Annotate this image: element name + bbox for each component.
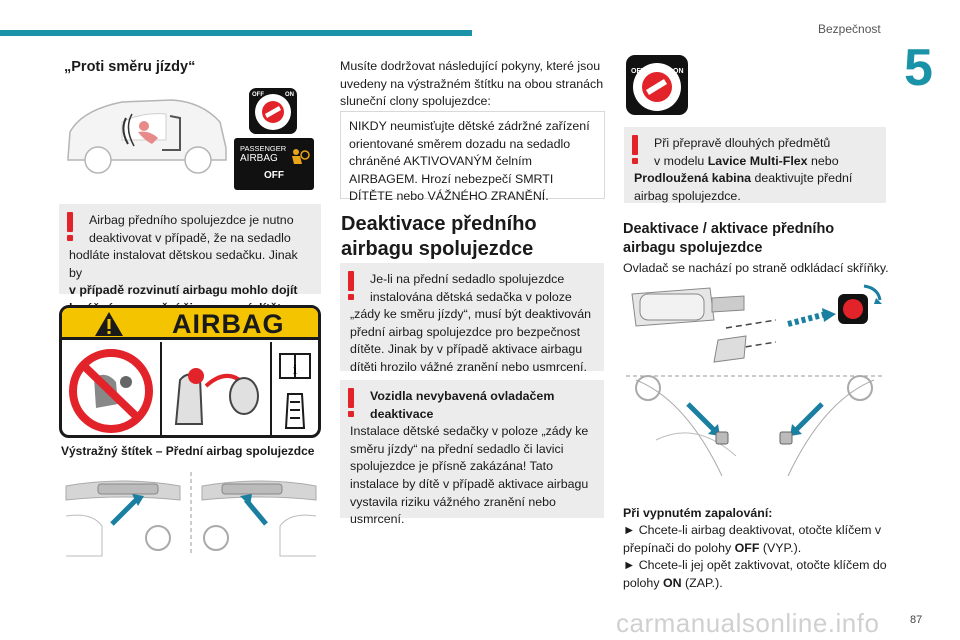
switch-off-label: OFF	[631, 68, 645, 75]
warning-line-3: hodláte instalovat dětskou sedačku. Jina…	[69, 248, 298, 280]
step-activate-end: (ZAP.).	[681, 575, 723, 590]
sun-visor-illustration	[65, 472, 317, 557]
switch-location-text: Ovladač se nachází po straně odkládací s…	[623, 261, 889, 275]
col2-intro: Musíte dodržovat následující pokyny, kte…	[340, 59, 604, 109]
key-switch-illustration	[626, 284, 884, 476]
header-accent-bar	[0, 30, 472, 36]
airbag-label-text: AIRBAG	[172, 309, 285, 339]
col2-heading: Deaktivace předního airbagu spolujezdce	[341, 213, 537, 260]
airbag-label-header: AIRBAG	[62, 308, 318, 340]
warning-body: instalována dětská sedačka v poloze „zád…	[350, 289, 592, 374]
passenger-airbag-off-indicator: PASSENGER AIRBAG OFF	[234, 138, 314, 190]
ignition-off-title: Při vypnutém zapalování:	[623, 506, 773, 520]
watermark: carmanualsonline.info	[616, 608, 880, 638]
step-deactivate: ► Chcete-li airbag deaktivovat, otočte k…	[623, 522, 891, 557]
col1-title: „Proti směru jízdy“	[64, 59, 196, 75]
section-title: Bezpečnost	[818, 22, 881, 36]
car-child-seat-illustration	[67, 99, 227, 174]
indicator-off-label: OFF	[264, 170, 284, 181]
warning-icon	[348, 271, 354, 301]
figure-caption: Výstražný štítek – Přední airbag spoluje…	[61, 444, 315, 458]
warning-text: nebo	[807, 153, 839, 168]
chapter-number: 5	[904, 39, 933, 97]
warning-triangle-icon	[95, 312, 123, 336]
read-manual-icon: i	[279, 353, 311, 429]
warning-icon	[348, 388, 354, 418]
no-rear-facing-seat-icon	[69, 349, 153, 433]
airbag-warning-label: AIRBAG i	[59, 305, 321, 438]
airbag-switch-icon: OFF ON	[626, 55, 688, 115]
warning-text: deaktivujte přední airbag spolujezdce.	[634, 171, 853, 203]
step-activate-text: ► Chcete-li jej opět zaktivovat, otočte …	[623, 558, 887, 590]
warning-icon	[632, 135, 638, 165]
step-deactivate-end: (VYP.).	[759, 540, 802, 555]
warning-body: Instalace dětské sedačky v poloze „zády …	[350, 424, 589, 527]
warning-line-2: deaktivovat v případě, že na sedadlo	[89, 230, 291, 245]
warning-box-long-items: Při přepravě dlouhých předmětů v modelu …	[624, 127, 886, 203]
warning-box-no-switch: Vozidla nevybavená ovladačem deaktivace …	[340, 380, 604, 526]
warning-box-deactivate: Je-li na přední sedadlo spolujezdce inst…	[340, 263, 604, 374]
step-activate: ► Chcete-li jej opět zaktivovat, otočte …	[623, 557, 891, 592]
warning-bold-title: Vozidla nevybavená ovladačem deaktivace	[370, 389, 555, 421]
airbag-deploy-icon	[174, 368, 259, 425]
airbag-switch-icon: OFF ON	[249, 88, 297, 134]
warning-model-2: Prodloužená kabina	[634, 171, 752, 186]
warning-line-1: Airbag předního spolujezdce je nutno	[89, 213, 294, 227]
col3-heading: Deaktivace / aktivace předního airbagu s…	[623, 221, 835, 256]
sun-visor-label-box: NIKDY neumisťujte dětské zádržné zařízen…	[340, 111, 605, 203]
switch-on-label: ON	[285, 92, 294, 98]
switch-off-label: OFF	[252, 92, 264, 98]
on-position-label: ON	[662, 575, 682, 590]
page-number: 87	[910, 614, 923, 626]
step-deactivate-text: ► Chcete-li airbag deaktivovat, otočte k…	[623, 523, 882, 555]
airbag-off-icon	[292, 149, 310, 164]
switch-on-label: ON	[673, 68, 684, 75]
warning-text: v modelu	[654, 153, 708, 168]
warning-icon	[67, 212, 73, 242]
off-position-label: OFF	[734, 540, 760, 555]
warning-box-child-seat: Airbag předního spolujezdce je nutno dea…	[59, 204, 321, 315]
warning-model-1: Lavice Multi-Flex	[707, 153, 808, 168]
warning-line-1: Je-li na přední sedadlo spolujezdce	[370, 272, 565, 286]
indicator-airbag-label: AIRBAG	[240, 153, 278, 164]
svg-text:i: i	[293, 363, 297, 378]
warning-line-1: Při přepravě dlouhých předmětů	[654, 136, 831, 150]
indicator-passenger-label: PASSENGER	[240, 144, 287, 153]
warning-bold-1: v případě rozvinutí airbagu mohlo dojít	[69, 283, 298, 298]
